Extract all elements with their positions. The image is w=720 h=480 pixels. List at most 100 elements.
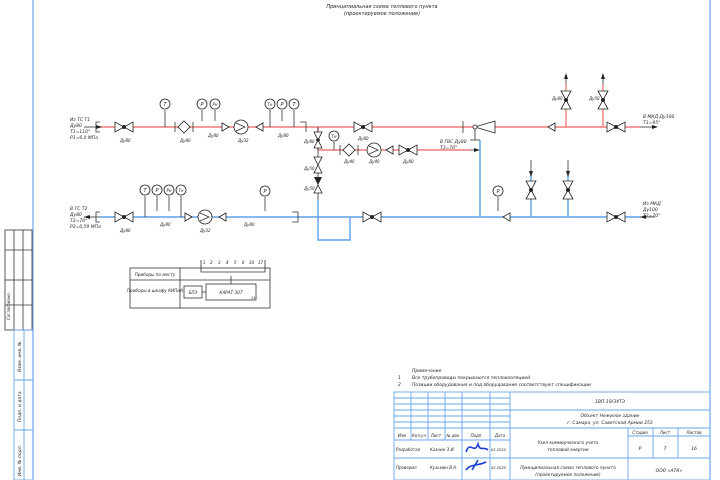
arrow-up-icon — [601, 73, 605, 79]
svg-text:Ду80: Ду80 — [277, 133, 289, 138]
side-label-replace-inv: Взам. инв. № — [17, 341, 23, 372]
svg-text:P: P — [200, 102, 203, 108]
cold-loop-pipe — [317, 217, 351, 241]
svg-text:Ду80: Ду80 — [119, 228, 131, 233]
svg-text:17: 17 — [258, 260, 264, 265]
svg-text:Примечание: Примечание — [412, 368, 442, 374]
instrument-numbers: 1 2 3 4 5 6 10 17 — [203, 260, 264, 265]
svg-text:4: 4 — [226, 260, 229, 265]
svg-text:Тн: Тн — [267, 102, 272, 107]
svg-text:Ду40: Ду40 — [343, 159, 355, 164]
svg-text:Приборы в шкафу КИПиА: Приборы в шкафу КИПиА — [127, 288, 183, 293]
reducer-icon — [255, 122, 264, 132]
svg-text:10: 10 — [249, 260, 255, 265]
svg-text:Изм: Изм — [398, 433, 406, 438]
svg-text:Р2=0,59 МПа: Р2=0,59 МПа — [70, 224, 101, 230]
svg-text:Ду80: Ду80 — [551, 96, 563, 101]
svg-text:Позиции оборудования и под обо: Позиции оборудования и под оборудование … — [412, 382, 591, 388]
svg-text:14: 14 — [251, 296, 255, 300]
side-label-sign-date: Подп. и дата — [17, 391, 23, 422]
svg-text:Разработал: Разработал — [396, 447, 421, 452]
svg-text:T: T — [163, 102, 167, 108]
gate-valve[interactable] — [398, 144, 418, 156]
svg-text:P: P — [280, 102, 283, 108]
temp-sensor-icon: Тн — [175, 184, 187, 217]
gate-valve[interactable] — [597, 90, 609, 110]
svg-text:№ док: № док — [445, 433, 460, 438]
svg-text:В МКД Ду100: В МКД Ду100 — [643, 114, 674, 120]
gate-valve[interactable] — [362, 211, 382, 223]
svg-text:Т1=95°: Т1=95° — [643, 120, 660, 126]
check-valve[interactable] — [313, 156, 323, 174]
gate-valve[interactable] — [114, 121, 134, 133]
mixing-unit-icon — [462, 120, 496, 141]
reducer-icon — [218, 212, 227, 222]
signature-icon — [465, 441, 489, 453]
gate-valve[interactable] — [114, 211, 134, 223]
flange-bracket — [292, 211, 299, 223]
control-valve[interactable] — [313, 177, 323, 194]
pressure-gauge-icon: P — [196, 98, 208, 121]
pressure-gauge-icon: P — [259, 185, 271, 211]
svg-text:Ду80: Ду80 — [402, 159, 414, 164]
gate-valve[interactable] — [562, 180, 574, 200]
arrow-left-icon — [640, 215, 646, 219]
outlet-t2-label: В ТС Т2 Ду80 Т2=70° Р2=0,59 МПа — [69, 206, 101, 230]
gate-valve[interactable] — [313, 131, 323, 149]
stage-value: Р — [639, 446, 642, 452]
gate-valve[interactable] — [353, 121, 373, 133]
svg-text:В ГВС Ду80: В ГВС Ду80 — [440, 139, 467, 145]
svg-text:Рн: Рн — [212, 102, 217, 107]
arrow-down-icon — [529, 171, 533, 177]
gate-valve[interactable] — [606, 211, 626, 223]
svg-text:Кол.уч: Кол.уч — [412, 433, 426, 438]
svg-text:Кузьмин В.А.: Кузьмин В.А. — [430, 465, 457, 470]
instruments-top: T P Рн Тн P T Тн — [159, 98, 340, 150]
arrow-right-icon — [96, 125, 102, 129]
gate-valve[interactable] — [525, 180, 537, 200]
svg-text:Из МКД: Из МКД — [643, 201, 661, 207]
doc-code: 1ВП-19/ЭУТЭ — [595, 399, 626, 405]
side-note: Согласовано — [6, 293, 11, 320]
diameter-labels: Ду80 Ду80 Ду80 Ду32 Ду80 Ду80 Ду80 Ду40 … — [119, 96, 600, 233]
svg-text:Тн: Тн — [178, 188, 183, 193]
svg-text:Приборы по месту: Приборы по месту — [135, 272, 176, 277]
svg-text:Ду50: Ду50 — [303, 186, 315, 191]
svg-text:Ду80: Ду80 — [69, 212, 82, 218]
stage-label: Стадия — [632, 430, 648, 435]
reducer-icon — [502, 212, 511, 222]
signer-row-checker: Проверил Кузьмин В.А. 02.2020 — [396, 459, 507, 471]
svg-text:БПЭ: БПЭ — [189, 290, 198, 295]
reducer-icon — [221, 122, 230, 132]
cold-inlet-label: Из МКД Ду100 Т2=70° — [642, 201, 661, 219]
arrow-right-icon — [652, 125, 658, 129]
instrument-table: Приборы по месту Приборы в шкафу КИПиА Б… — [127, 260, 271, 309]
strainer-icon — [339, 143, 359, 157]
svg-text:Из ТС Т1: Из ТС Т1 — [70, 117, 90, 123]
arrow-down-icon — [566, 171, 570, 177]
side-stamp: Согласовано Взам. инв. № Подп. и дата Ин… — [4, 229, 34, 480]
svg-text:P: P — [496, 189, 499, 195]
svg-text:02.2020: 02.2020 — [491, 466, 507, 470]
svg-text:Проверил: Проверил — [396, 465, 417, 470]
gate-valve[interactable] — [560, 90, 572, 110]
temp-sensor-icon: Тн — [264, 98, 276, 127]
sheets-value: 16 — [691, 446, 697, 452]
temp-sensor-icon: Тн — [328, 130, 340, 150]
object-address: г. Самара, ул. Советской Армии 253 — [567, 420, 653, 426]
svg-text:1: 1 — [398, 375, 401, 381]
svg-text:Подп: Подп — [471, 433, 482, 438]
svg-text:Ду80: Ду80 — [357, 136, 369, 141]
svg-text:Казнин Э.И.: Казнин Э.И. — [430, 447, 455, 452]
sheet-value: 7 — [664, 446, 667, 452]
notes: Примечание 1 Все трубопроводы покрываютс… — [398, 368, 591, 388]
svg-text:Лист: Лист — [430, 433, 442, 438]
signer-row-developer: Разработал Казнин Э.И. 02.2020 — [396, 441, 507, 453]
hot-outlet-label: В МКД Ду100 Т1=95° — [643, 114, 674, 126]
inlet-t1-label: Из ТС Т1 Ду80 Т1=110° Р1=6,0 МПа — [69, 117, 98, 141]
gate-valve[interactable] — [606, 121, 626, 133]
object-name: Объект Нежилое здание — [581, 413, 640, 419]
sheet-label: Лист — [659, 430, 671, 435]
svg-text:Ду100: Ду100 — [642, 207, 658, 213]
